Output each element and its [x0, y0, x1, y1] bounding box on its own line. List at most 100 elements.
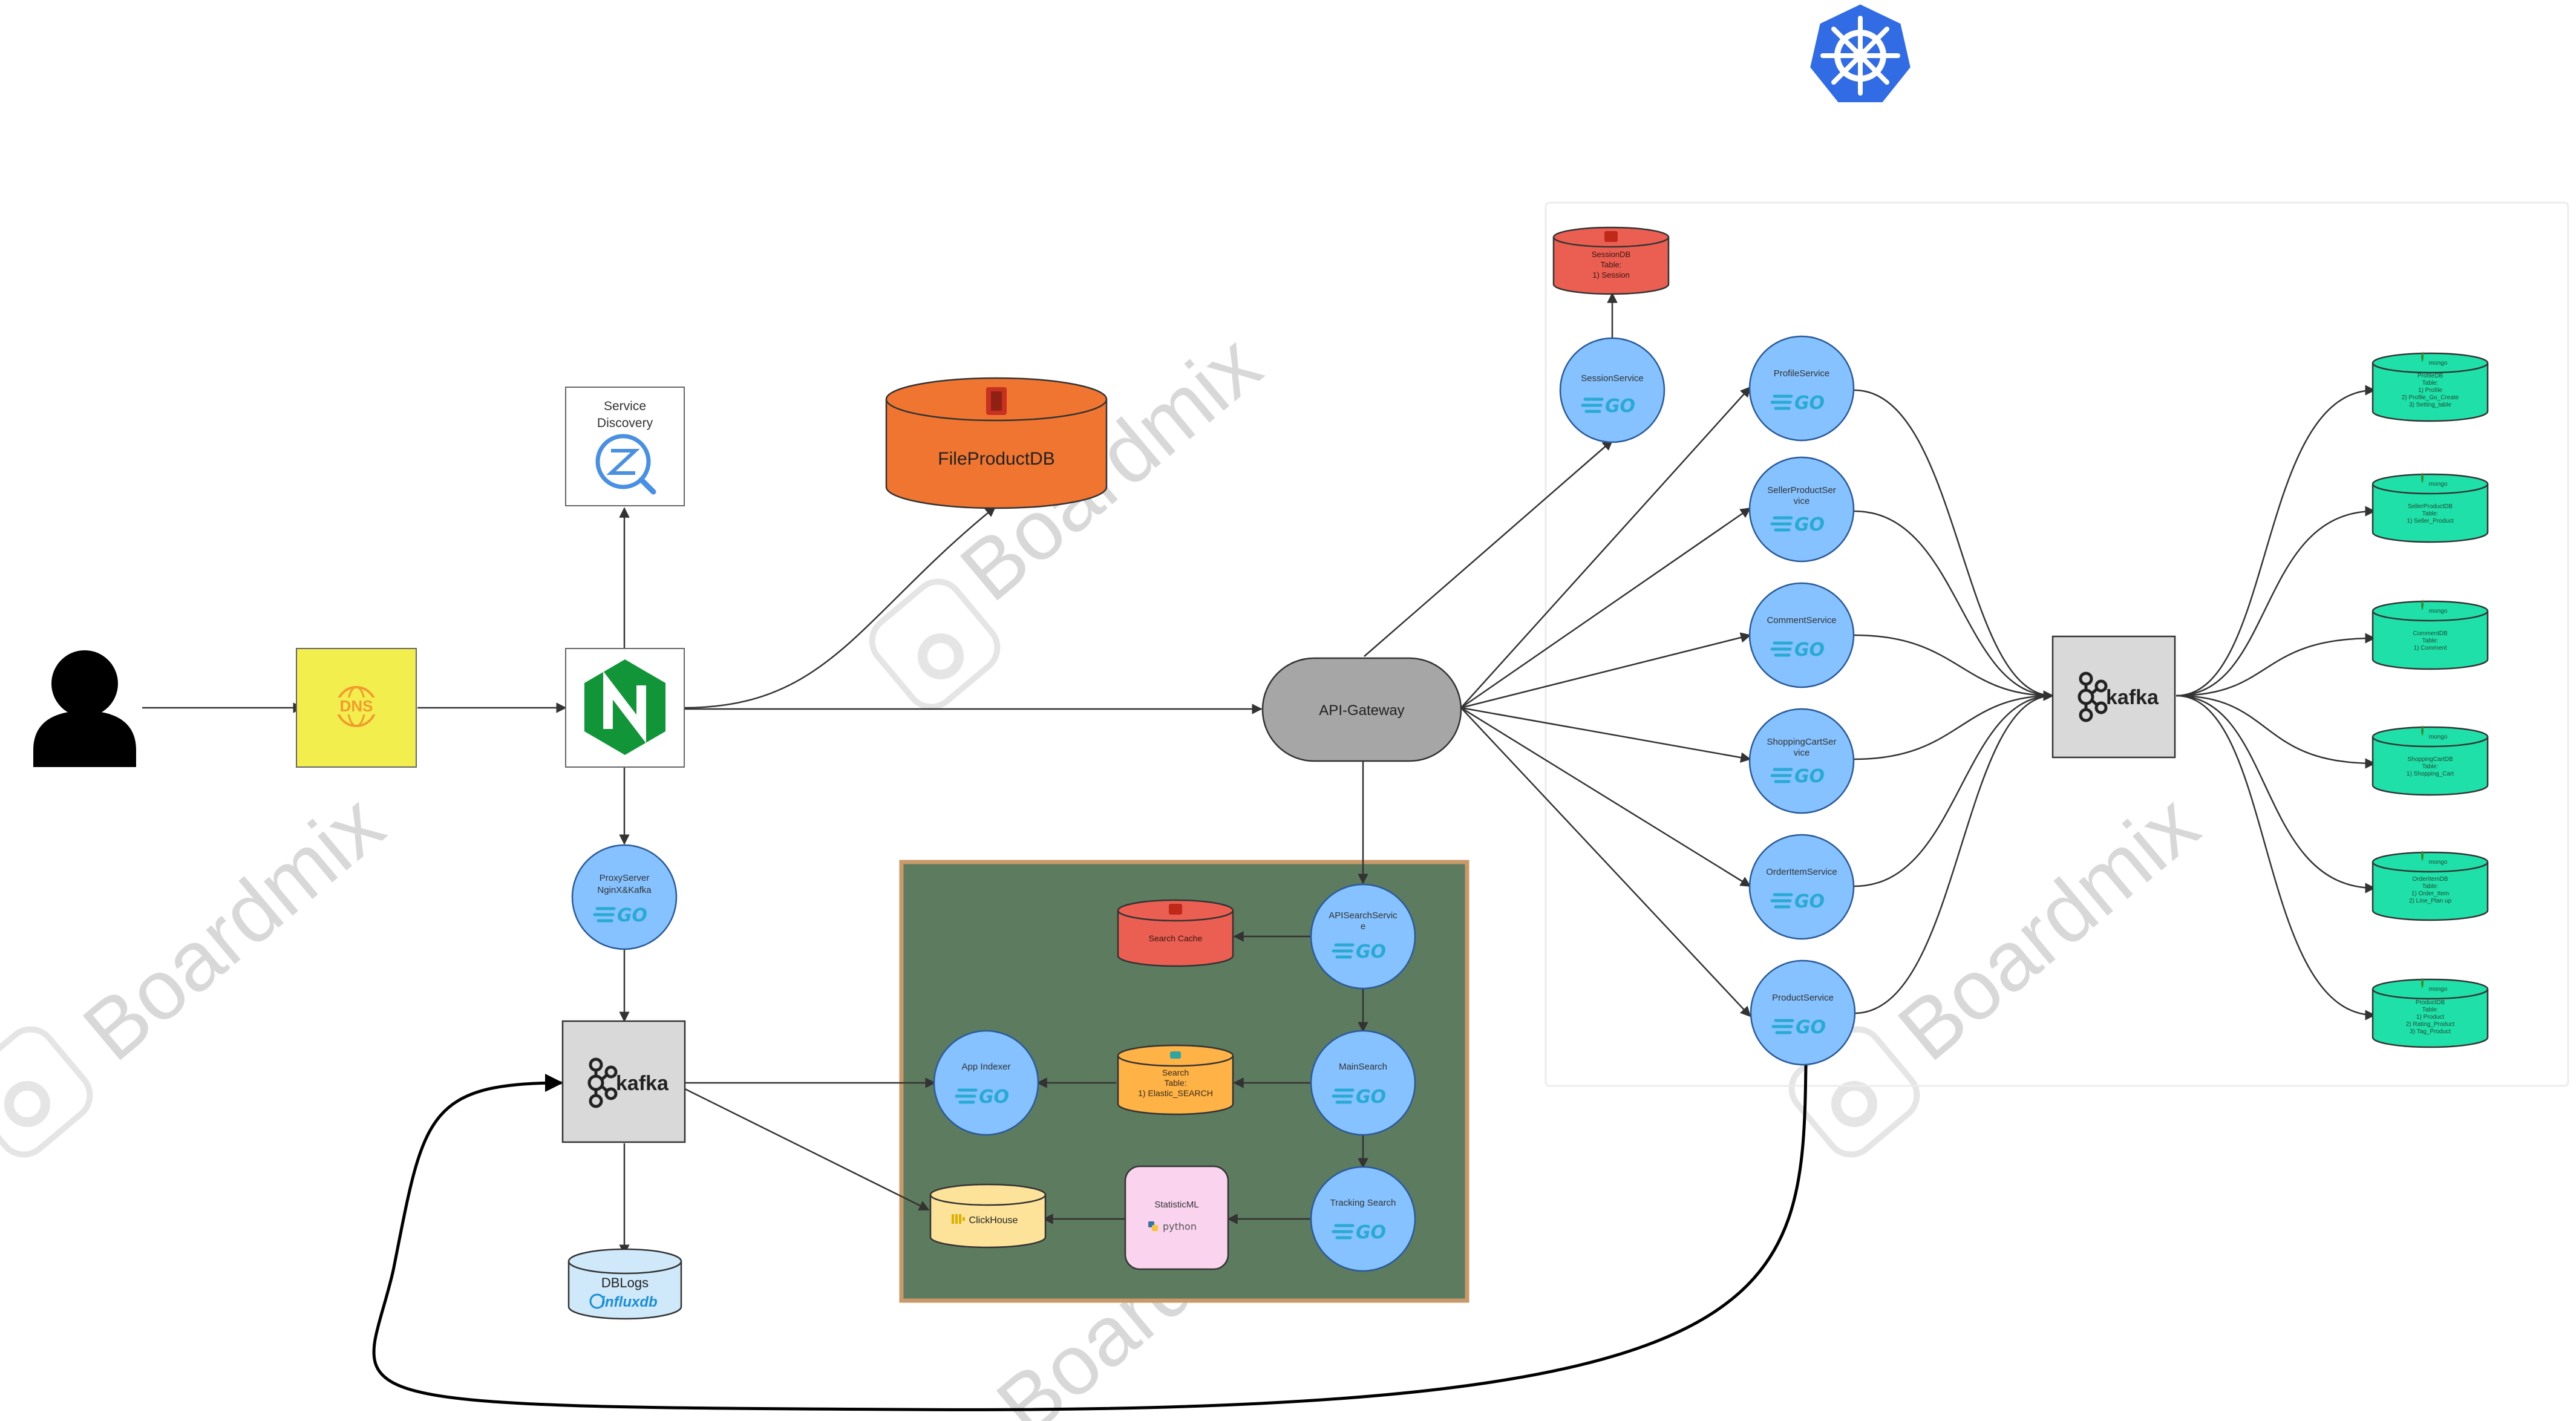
mongodb-icon: [2421, 851, 2424, 861]
svg-text:GO: GO: [1356, 1222, 1386, 1243]
search-db-line1: Search: [1162, 1068, 1189, 1077]
mongo-db-line: 1) Product: [2416, 1014, 2444, 1021]
service-profile[interactable]: ProfileService GO: [1748, 335, 1855, 442]
api-gateway-node[interactable]: API-Gateway: [1261, 657, 1462, 762]
python-label: python: [1163, 1221, 1197, 1232]
mongo-db-line: 3) Tag_Product: [2410, 1028, 2451, 1035]
search-db-node[interactable]: Search Table: 1) Elastic_SEARCH: [1117, 1044, 1234, 1116]
app-indexer-node[interactable]: App Indexer GO: [933, 1030, 1039, 1136]
kafka-left-node[interactable]: kafka: [561, 1020, 686, 1143]
go-icon: GO: [1773, 1017, 1826, 1038]
service-product[interactable]: ProductService GO: [1750, 959, 1856, 1066]
statistic-ml-label: StatisticML: [1154, 1200, 1198, 1210]
mongo-db-product[interactable]: mongo ProductDB Table: 1) Product 2) Rat…: [2372, 978, 2489, 1048]
session-service-node[interactable]: SessionService GO: [1559, 337, 1666, 443]
mongo-db-line: 1) Seller_Product: [2407, 518, 2453, 524]
dns-label: DNS: [340, 697, 373, 715]
db-logs-label: DBLogs: [601, 1275, 649, 1290]
service-seller-product[interactable]: SellerProductSer vice GO: [1748, 456, 1855, 563]
mongo-db-line: Table:: [2422, 763, 2439, 770]
proxy-server-label-line2: NginX&Kafka: [597, 885, 652, 895]
app-indexer-label: App Indexer: [962, 1062, 1011, 1072]
search-cache-label: Search Cache: [1149, 933, 1203, 943]
mongo-label: mongo: [2429, 481, 2448, 488]
search-cache-node[interactable]: Search Cache: [1117, 899, 1234, 967]
mongo-label: mongo: [2429, 608, 2448, 615]
mongo-db-line: Table:: [2422, 511, 2439, 517]
proxy-server-node[interactable]: ProxyServer NginX&Kafka GO: [571, 844, 678, 950]
mongo-db-seller-product[interactable]: mongo SellerProductDB Table: 1) Seller_P…: [2372, 472, 2489, 543]
mongo-db-line: CommentDB: [2413, 630, 2448, 637]
mongo-db-line: ProfileDB: [2417, 373, 2444, 379]
tracking-search-label: Tracking Search: [1330, 1198, 1396, 1208]
session-db-line3: 1) Session: [1592, 270, 1629, 279]
mongo-db-line: 1) Order_Item: [2411, 890, 2449, 897]
mongo-db-line: 1) Shopping_Cart: [2407, 771, 2454, 777]
go-icon: GO: [1772, 766, 1825, 787]
api-gateway-label: API-Gateway: [1319, 702, 1404, 719]
go-icon: GO: [1333, 1086, 1386, 1108]
service-label: ProfileService: [1774, 368, 1830, 379]
mongo-db-order-item[interactable]: mongo OrderItemDB Table: 1) Order_Item 2…: [2372, 851, 2489, 921]
mongo-db-line: 1) Profile: [2418, 387, 2442, 394]
mongo-db-line: 3) Setting_table: [2409, 402, 2451, 408]
session-db-node[interactable]: SessionDB Table: 1) Session: [1552, 226, 1670, 295]
go-icon: GO: [1333, 1222, 1386, 1243]
file-product-db-label: FileProductDB: [938, 449, 1054, 469]
svg-text:GO: GO: [979, 1086, 1009, 1108]
session-service-label: SessionService: [1581, 373, 1643, 384]
redis-icon: [1604, 231, 1618, 242]
mongo-db-comment[interactable]: mongo CommentDB Table: 1) Comment: [2372, 599, 2489, 670]
mongo-db-line: 1) Comment: [2413, 645, 2447, 652]
svg-text:GO: GO: [1794, 639, 1825, 661]
api-search-service-label-line2: e: [1361, 921, 1365, 932]
elasticsearch-icon: [1170, 1051, 1181, 1059]
kubernetes-icon: [1806, 0, 1915, 106]
tracking-search-node[interactable]: Tracking Search GO: [1310, 1166, 1416, 1272]
service-order-item[interactable]: OrderItemService GO: [1748, 834, 1855, 940]
go-icon: GO: [1583, 396, 1635, 417]
mongo-db-line: ShoppingCartDB: [2407, 756, 2453, 763]
dns-node[interactable]: DNS: [296, 648, 417, 768]
service-comment[interactable]: CommentService GO: [1748, 582, 1855, 688]
mongodb-icon: [2421, 978, 2424, 988]
svg-text:GO: GO: [1794, 393, 1825, 414]
db-logs-node[interactable]: DBLogs influxdb: [567, 1248, 682, 1320]
clickhouse-node[interactable]: ClickHouse: [929, 1183, 1047, 1249]
go-icon: GO: [1772, 891, 1825, 912]
watermark-text: Boardmix: [1880, 776, 2215, 1079]
svg-text:GO: GO: [1356, 941, 1386, 962]
mongo-db-line: ProductDB: [2416, 999, 2445, 1006]
svg-text:GO: GO: [617, 905, 647, 926]
service-discovery-node[interactable]: Service Discovery: [565, 387, 685, 506]
service-label: ProductService: [1772, 993, 1834, 1003]
mongodb-icon: [2421, 725, 2424, 736]
nginx-icon: [584, 659, 665, 755]
service-shopping-cart[interactable]: ShoppingCartSer vice GO: [1748, 708, 1855, 814]
kafka-right-node[interactable]: kafka: [2051, 635, 2176, 759]
session-db-line2: Table:: [1601, 260, 1622, 269]
influxdb-icon: influxdb: [589, 1293, 658, 1310]
api-search-service-label-line1: APISearchServic: [1329, 910, 1398, 921]
go-icon: GO: [1333, 941, 1386, 962]
main-search-node[interactable]: MainSearch GO: [1310, 1030, 1416, 1136]
service-label: OrderItemService: [1766, 867, 1837, 877]
mongo-db-line: 2) Line_Plan up: [2409, 898, 2451, 904]
mongo-db-profile[interactable]: mongo ProfileDB Table: 1) Profile 2) Pro…: [2372, 351, 2489, 422]
service-discovery-label-line2: Discovery: [597, 416, 653, 430]
go-icon: GO: [956, 1086, 1009, 1108]
api-search-service-node[interactable]: APISearchServic e GO: [1310, 883, 1416, 990]
mongo-db-line: SellerProductDB: [2408, 503, 2453, 510]
svg-text:GO: GO: [1794, 514, 1825, 535]
service-label: vice: [1794, 748, 1810, 758]
nginx-node[interactable]: [565, 648, 685, 768]
mongo-db-line: Table:: [2422, 883, 2439, 890]
kafka-left-label: kafka: [616, 1072, 669, 1095]
file-product-db-node[interactable]: FileProductDB: [885, 377, 1108, 509]
mongo-db-line: Table:: [2422, 1007, 2439, 1013]
mongo-db-shopping-cart[interactable]: mongo ShoppingCartDB Table: 1) Shopping_…: [2372, 725, 2489, 796]
session-db-line1: SessionDB: [1592, 250, 1630, 259]
go-icon: GO: [595, 905, 647, 926]
influxdb-label: influxdb: [601, 1294, 657, 1310]
statistic-ml-node[interactable]: StatisticML python: [1124, 1165, 1229, 1270]
